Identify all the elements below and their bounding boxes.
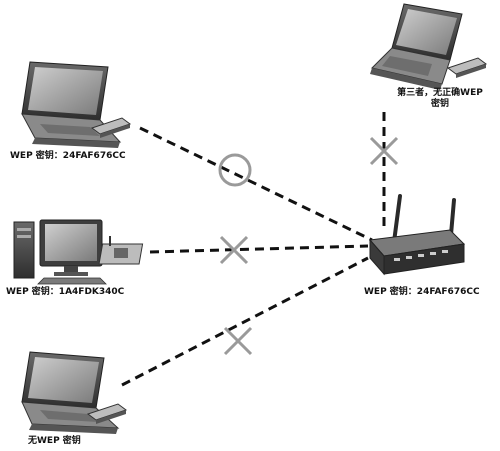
pci-wireless-card-icon (98, 236, 144, 265)
desktop-computer-icon (13, 219, 107, 285)
laptop-top-right-label-line1: 第三者，无正确WEP (397, 88, 483, 98)
laptop-top-right-label: 第三者，无正确WEP 密钥 (392, 88, 488, 110)
link-desktop (149, 244, 369, 254)
laptop-icon (21, 61, 122, 148)
connection-lines (121, 112, 386, 387)
wireless-card-icon (86, 403, 128, 424)
desktop-wep-key-label: WEP 密钥：1A4FDK340C (6, 287, 125, 297)
laptop-icon (370, 3, 463, 90)
blocked-cross-marker-bottom (223, 326, 253, 356)
link-laptop-bottom-left (121, 256, 369, 387)
laptop-icon (21, 351, 120, 434)
blocked-cross-marker-top-right (369, 136, 399, 166)
router-wep-key-label: WEP 密钥：24FAF676CC (364, 287, 480, 297)
laptop-top-left-wep-key-label: WEP 密钥：24FAF676CC (10, 151, 126, 161)
blocked-cross-marker-desktop (219, 235, 249, 265)
laptop-top-right-label-line2: 密钥 (430, 99, 449, 109)
laptop-bottom-left-no-key-label: 无WEP 密钥 (28, 436, 81, 446)
wireless-card-icon (446, 57, 488, 78)
connection-ok-circle-marker (218, 153, 252, 187)
wireless-router-icon (369, 194, 466, 276)
wireless-card-icon (90, 117, 132, 138)
link-laptop-top-left (139, 126, 373, 242)
